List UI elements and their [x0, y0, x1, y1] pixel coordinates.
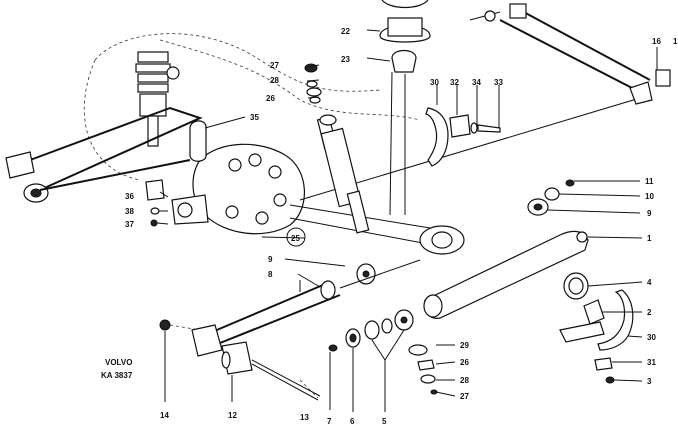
callout-38: 38: [125, 207, 134, 216]
callout-16: 16: [652, 37, 661, 46]
callout-37: 37: [125, 220, 134, 229]
callout-28-upper: 28: [270, 76, 279, 85]
plate-32: [449, 114, 471, 138]
callout-30-upper: 30: [430, 78, 439, 87]
callout-1: 1: [647, 234, 652, 243]
washer-6: [345, 328, 361, 348]
callout-28-lower: 28: [460, 376, 469, 385]
callout-27-upper: 27: [270, 61, 279, 70]
callout-10: 10: [645, 192, 654, 201]
caption-code: KA 3837: [101, 371, 133, 380]
nut-26-lower: [417, 359, 435, 371]
washer-10: [544, 187, 560, 201]
bushings-5: [364, 309, 414, 340]
bolt-33-washer-34: [470, 122, 501, 134]
bushing-9-right: [527, 198, 549, 216]
callout-1-top: 1: [673, 37, 678, 46]
bracket-30-lower: [597, 289, 634, 351]
callout-30-lower: 30: [647, 333, 656, 342]
bushing-12: [221, 341, 253, 375]
left-spring-assembly: [135, 51, 180, 147]
callout-2: 2: [647, 308, 652, 317]
callout-7: 7: [327, 417, 332, 426]
callout-29: 29: [460, 341, 469, 350]
nut-14: [159, 319, 171, 331]
bushing-36: [145, 179, 165, 201]
nut-11: [565, 179, 575, 187]
callout-22: 22: [341, 27, 350, 36]
bushing-35: [189, 120, 207, 162]
callout-25: 25: [291, 234, 300, 243]
callout-8: 8: [268, 270, 273, 279]
spring-seat-22: [379, 0, 431, 43]
callout-4: 4: [647, 278, 652, 287]
stop-29: [408, 344, 428, 356]
callout-31: 31: [647, 358, 656, 367]
bump-stop-23: [391, 49, 417, 73]
trailing-arm-1: [423, 230, 589, 319]
ring-4: [563, 272, 589, 300]
callout-26-upper: 26: [266, 94, 275, 103]
plate-31: [594, 357, 613, 371]
washer-38: [150, 207, 160, 215]
end-bracket: [191, 324, 223, 357]
callout-33: 33: [494, 78, 503, 87]
callout-34: 34: [472, 78, 481, 87]
callout-6: 6: [350, 417, 355, 426]
upper-rod-16: [469, 3, 671, 105]
shock-absorber: [304, 63, 370, 234]
callout-35: 35: [250, 113, 259, 122]
left-trailing-arms: [5, 106, 203, 203]
callout-13: 13: [300, 413, 309, 422]
bracket-30-upper: [425, 107, 449, 167]
caption-make: VOLVO: [105, 358, 132, 367]
callout-26-lower: 26: [460, 358, 469, 367]
callout-5: 5: [382, 417, 387, 426]
callout-11: 11: [645, 177, 654, 186]
nut-37: [150, 219, 158, 227]
nut-7: [328, 344, 338, 352]
callout-23: 23: [341, 55, 350, 64]
callout-3: 3: [647, 377, 652, 386]
nut-3: [605, 376, 615, 384]
clamp-2: [559, 299, 605, 343]
callout-12: 12: [228, 411, 237, 420]
callout-27-lower: 27: [460, 392, 469, 401]
floor-outline: [159, 39, 421, 121]
bolt-13: [251, 359, 321, 401]
lower-link-8: [204, 259, 421, 346]
callout-9-right: 9: [647, 209, 652, 218]
callout-14: 14: [160, 411, 169, 420]
callout-9-left: 9: [268, 255, 273, 264]
differential-housing: [171, 143, 305, 235]
leader-lines: [156, 29, 658, 412]
washer-28-lower: [420, 374, 436, 384]
callout-25-circle: [286, 227, 306, 247]
callout-36: 36: [125, 192, 134, 201]
callout-32: 32: [450, 78, 459, 87]
